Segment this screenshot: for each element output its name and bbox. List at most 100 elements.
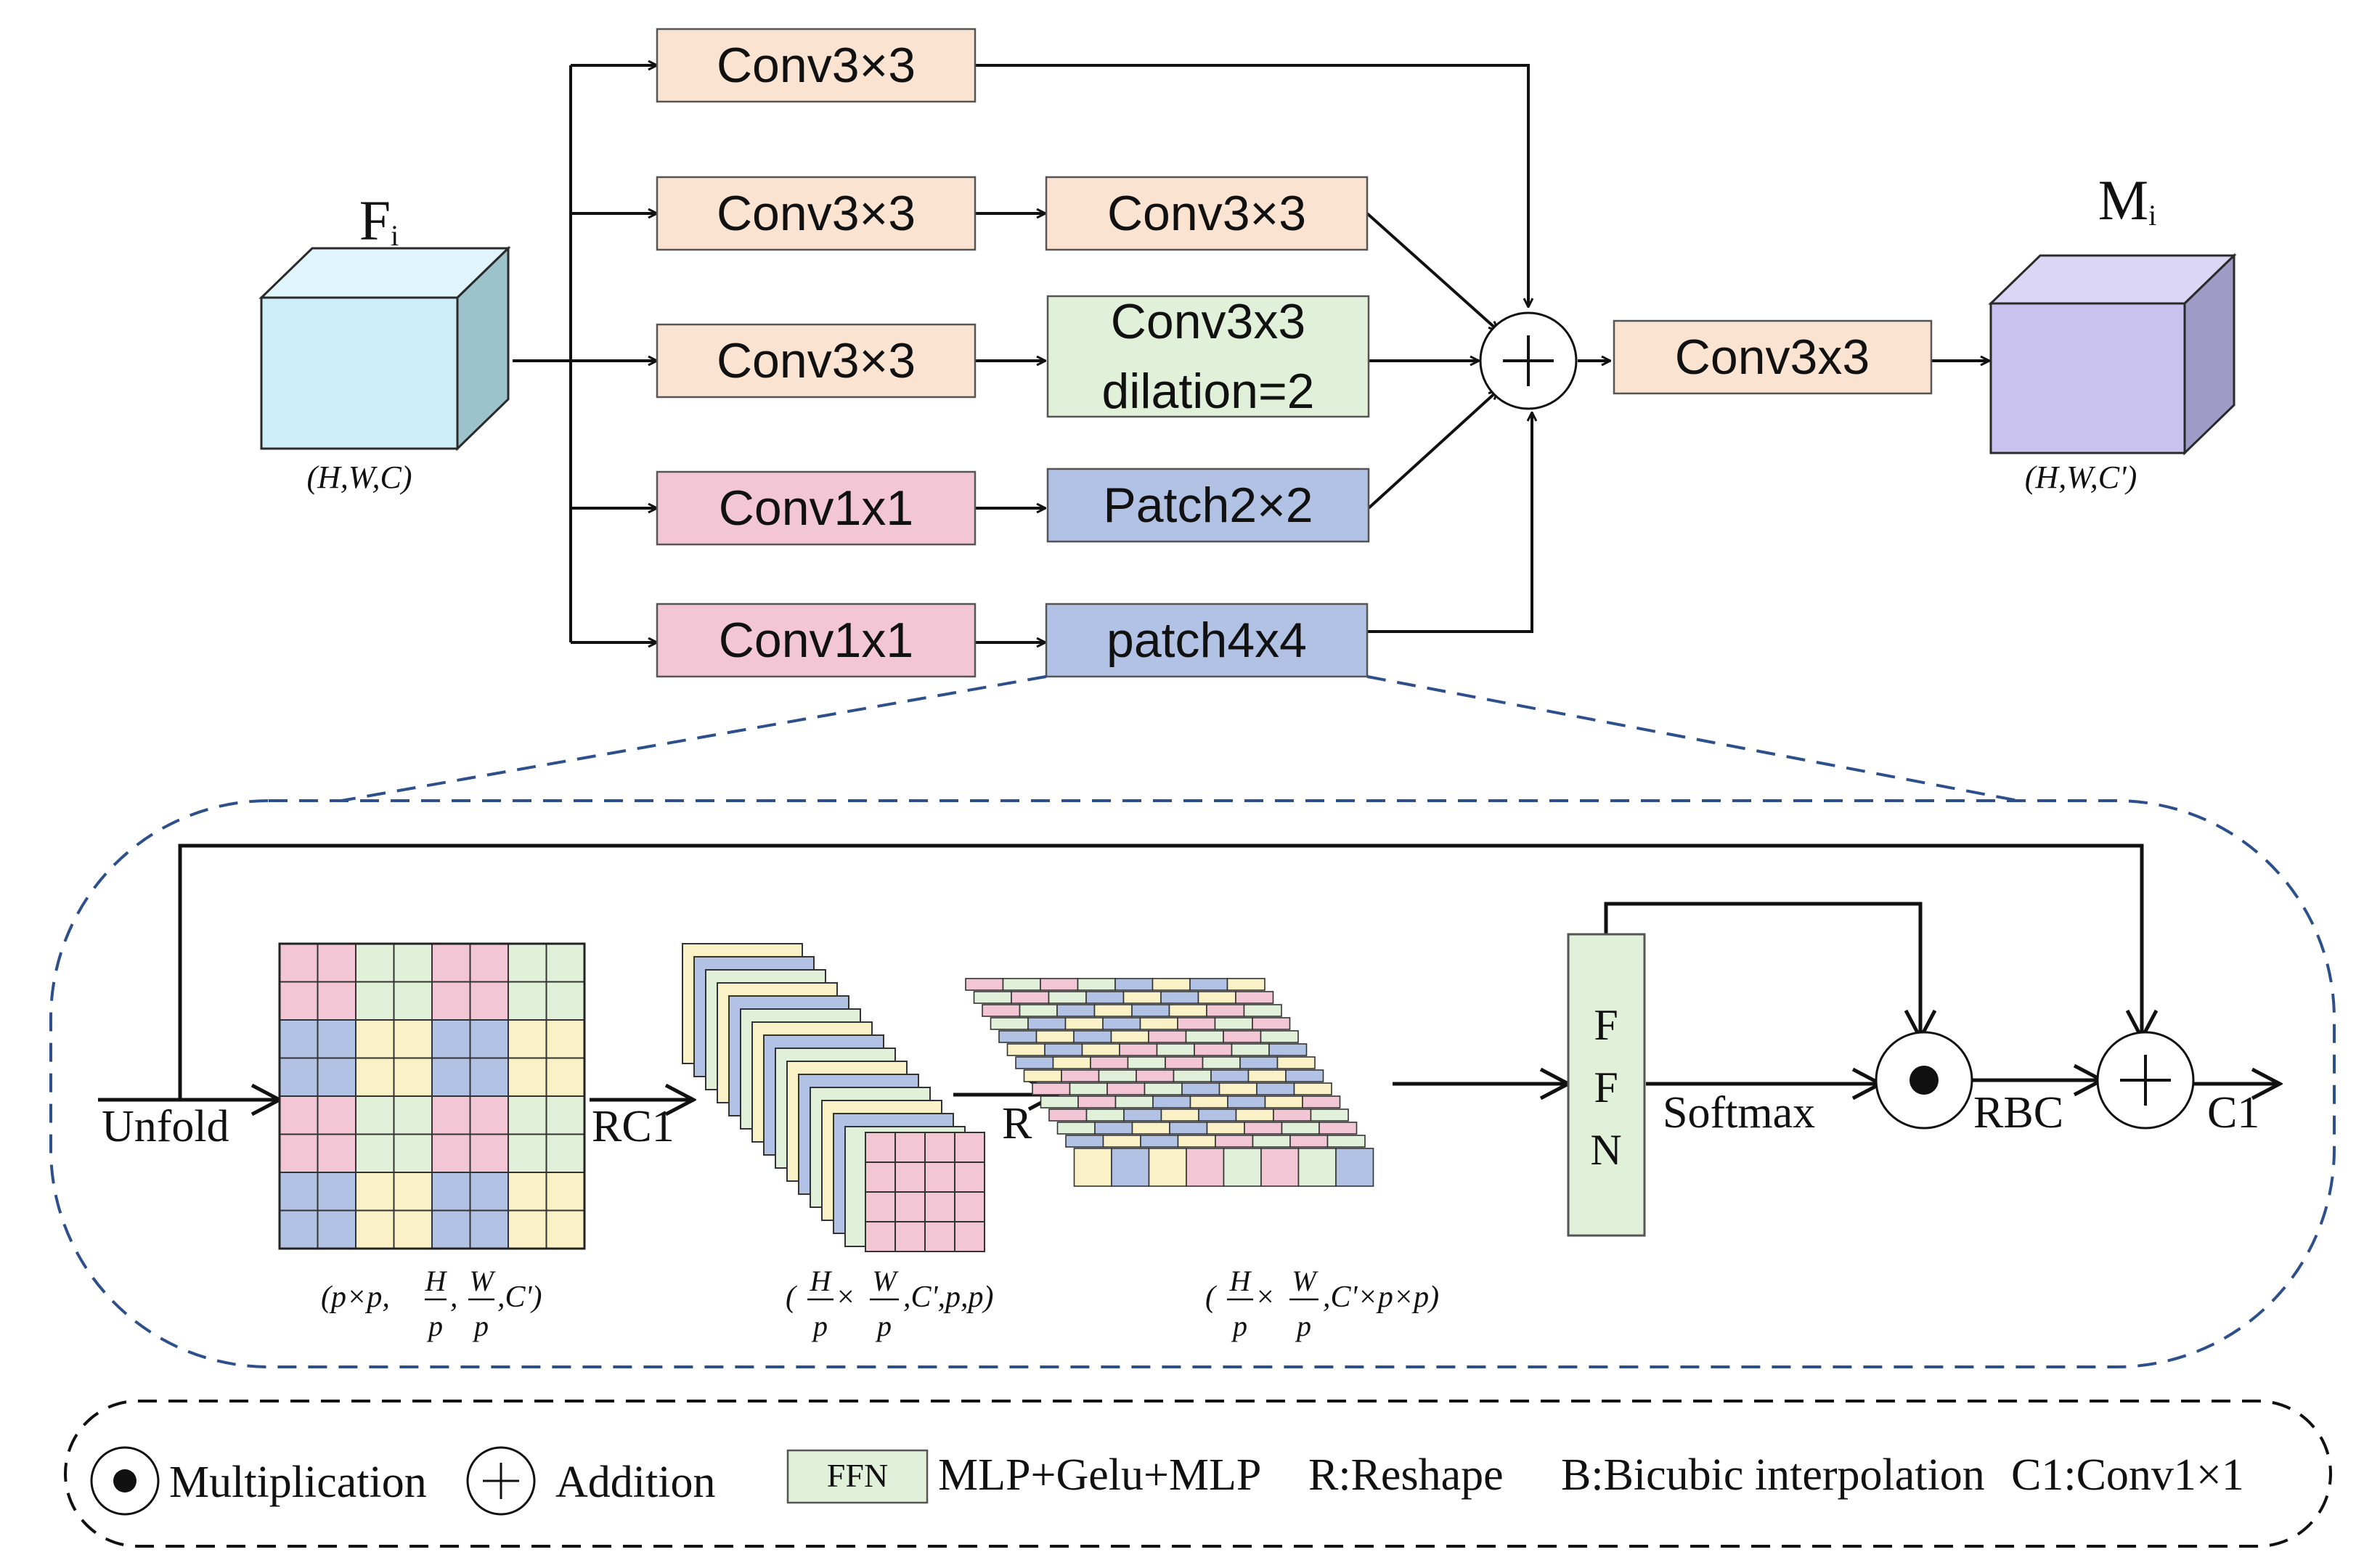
token-cell [1189,1095,1228,1108]
token-cell [1197,991,1236,1004]
token-cell [1148,1030,1187,1043]
branch-2: Conv3×3 Conv3×3 [656,176,1369,251]
fusion-conv-label: Conv3x3 [1675,330,1870,385]
token-cell [1318,1122,1358,1135]
grid-cell [317,1172,356,1212]
patch-pixel [924,1132,955,1163]
token-cell [998,1030,1038,1043]
output-dims: (H,W,C') [2025,460,2137,495]
token-cell [1206,1122,1245,1135]
patch-pixel [894,1221,926,1252]
grid-cell [355,1172,395,1212]
grid-cell [545,1133,585,1173]
grid-cell [431,1057,471,1097]
token-cell [1127,1056,1166,1069]
grid-cell [317,1095,356,1135]
token-cell [1218,1082,1258,1095]
token-cell [1223,1148,1262,1187]
branch-2-second-conv-label: Conv3×3 [1107,186,1306,241]
grid-cell [317,1133,356,1173]
svg-text:p: p [472,1310,489,1342]
token-cell [1185,1030,1224,1043]
token-cell [982,1004,1021,1017]
grid-cell [393,981,433,1021]
token-cell [1139,1017,1178,1030]
grid-cell [545,1209,585,1249]
token-cell [1077,978,1116,991]
token-cell [1156,1043,1195,1056]
token-cell [1227,1095,1266,1108]
token-cell [1152,1095,1191,1108]
token-cell [1181,1082,1220,1095]
grid-cell [393,1209,433,1249]
branch-4-patch-label: Patch2×2 [1103,478,1313,533]
token-cell [1194,1043,1233,1056]
svg-text:p: p [426,1310,443,1342]
token-cell [1239,1056,1279,1069]
input-dims: (H,W,C) [306,460,412,495]
patch-pixel [924,1221,955,1252]
token-cell [1276,1056,1316,1069]
token-cell [1122,991,1162,1004]
grid-cell [393,1019,433,1059]
output-title: Mi [2098,168,2156,232]
zoom-lines [341,675,2019,802]
reshape-label: R [1002,1099,1032,1148]
grid-cell [469,1209,509,1249]
token-cell [1173,1069,1212,1082]
token-cell [1293,1082,1332,1095]
grid-cell [393,1172,433,1212]
grid-cell [279,943,319,983]
svg-text:p: p [875,1310,892,1342]
grid-cell [545,1095,585,1135]
patch-pixel [865,1161,896,1193]
svg-text:×: × [1257,1281,1274,1314]
token-cell [973,991,1012,1004]
token-cell [965,978,1004,991]
grid-cell [393,943,433,983]
grid-cell [508,1133,547,1173]
branch-4: Conv1x1 Patch2×2 [656,467,1370,546]
svg-text:H: H [1229,1265,1252,1297]
token-cell [1052,1056,1091,1069]
token-cell [1073,1148,1112,1187]
grid-cell [469,981,509,1021]
branch-5: Conv1x1 patch4x4 [656,603,1369,678]
token-cell [1056,1004,1096,1017]
token-cell [1077,1095,1117,1108]
grid-cell [355,1019,395,1059]
branch-3-dilation-label: dilation=2 [1101,364,1314,419]
token-cell [1085,1108,1125,1122]
token-cell [1252,1017,1291,1030]
detail-connectors [98,844,2280,1100]
token-cell [1189,978,1228,991]
token-cell [1165,1056,1204,1069]
patch-pixel [894,1191,926,1222]
token-cell [1090,1056,1129,1069]
token-cell [1160,1108,1199,1122]
detail-panel [49,799,2336,1368]
svg-text:W: W [872,1265,899,1297]
token-cell [1114,978,1154,991]
grid-cell [469,943,509,983]
svg-text:p: p [811,1310,828,1342]
grid-cell [545,1019,585,1059]
token-cell [1027,1017,1067,1030]
branch-5-conv-label: Conv1x1 [719,613,913,668]
token-cell [1073,1030,1112,1043]
token-cell [1015,1056,1054,1069]
svg-text:p: p [1231,1310,1247,1342]
token-cell [1252,1135,1291,1148]
grid-cell [431,1095,471,1135]
token-cell [1268,1043,1308,1056]
token-cell [1093,1004,1133,1017]
grid-cell [279,1209,319,1249]
grid-cell [317,1057,356,1097]
grid-cell [279,1133,319,1173]
grid-cell [317,1019,356,1059]
token-cell [1002,978,1041,991]
token-cell [1123,1108,1162,1122]
patch-pixel [924,1191,955,1222]
svg-text:W: W [1292,1265,1318,1297]
token-cell [1040,978,1079,991]
